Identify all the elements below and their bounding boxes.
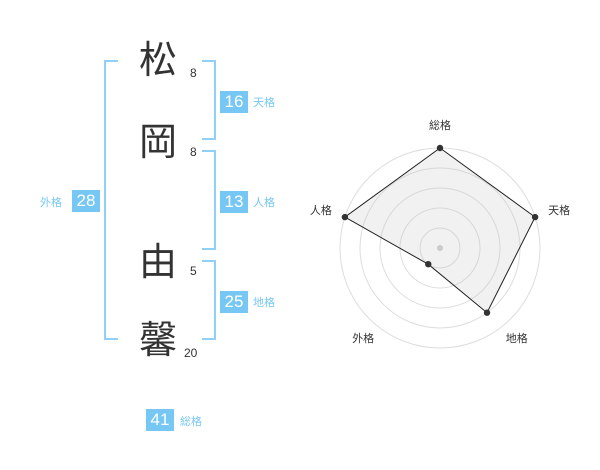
- radar-point-3: [483, 309, 491, 316]
- radar-point-5: [341, 213, 349, 221]
- name-char-3: 由: [138, 240, 177, 284]
- radar-point-2: [531, 213, 539, 221]
- radar-ring-1: [419, 227, 461, 269]
- soukaku-value: 41: [146, 409, 174, 431]
- tenkaku-bracket: [202, 60, 216, 140]
- radar-axis-label-2: 天格: [548, 203, 570, 217]
- stroke-count-1: 8: [190, 66, 197, 80]
- chikaku-label: 地格: [253, 296, 275, 309]
- jinkaku-bracket: [202, 150, 216, 250]
- stroke-count-4: 20: [184, 346, 198, 360]
- radar-point-4: [425, 260, 432, 268]
- chikaku-value: 25: [220, 291, 248, 313]
- radar-axis-label-1: 総格: [429, 118, 451, 132]
- radar-point-1: [436, 144, 444, 152]
- radar-center-dot: [437, 245, 443, 251]
- stroke-count-2: 8: [190, 145, 197, 159]
- chikaku-bracket: [202, 260, 216, 340]
- gaikaku-value: 28: [72, 190, 100, 212]
- gaikaku-label: 外格: [40, 196, 62, 209]
- radar-ring-3: [379, 187, 501, 309]
- gaikaku-bracket: [104, 60, 118, 340]
- radar-axis-label-4: 外格: [352, 331, 374, 345]
- name-char-4: 馨: [138, 318, 177, 362]
- stroke-count-3: 5: [190, 264, 197, 278]
- name-char-2: 岡: [138, 120, 177, 164]
- tenkaku-label: 天格: [253, 96, 275, 109]
- radar-axis-label-3: 地格: [506, 331, 528, 345]
- jinkaku-label: 人格: [253, 196, 275, 209]
- radar-series: [341, 144, 539, 316]
- soukaku-label: 総格: [180, 415, 202, 428]
- jinkaku-value: 13: [220, 191, 248, 213]
- name-char-1: 松: [138, 38, 177, 82]
- radar-axis-label-5: 人格: [310, 203, 332, 217]
- radar-polygon: [343, 147, 536, 314]
- tenkaku-value: 16: [220, 91, 248, 113]
